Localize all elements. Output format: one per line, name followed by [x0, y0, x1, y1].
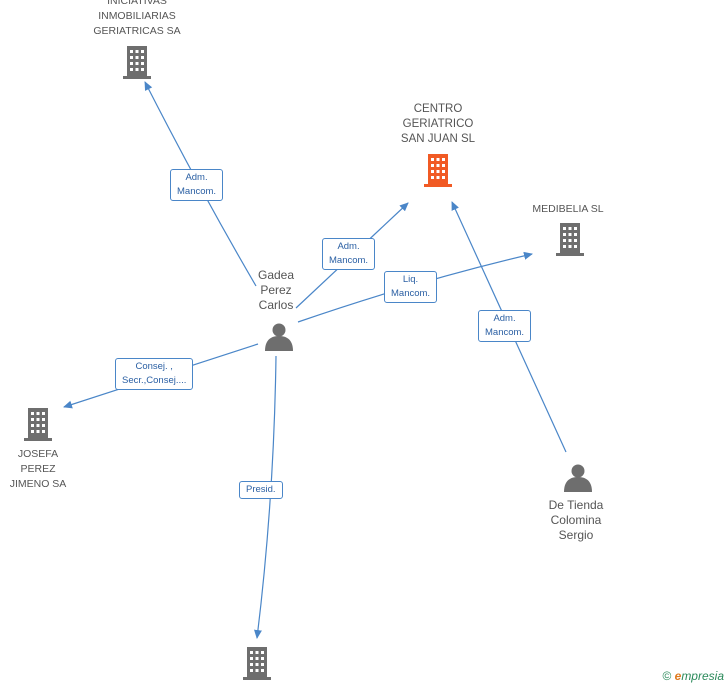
relation-line: Mancom.: [329, 255, 369, 266]
copyright-symbol: ©: [662, 669, 672, 683]
label-line: Gadea: [257, 268, 295, 282]
node-label-gadea[interactable]: Gadea Perez Carlos: [236, 268, 316, 313]
label-line: Sergio: [558, 528, 594, 542]
relation-label[interactable]: Consej. , Secr.,Consej....: [115, 358, 194, 390]
relation-label[interactable]: Adm. Mancom.: [170, 169, 224, 201]
label-line: JIMENO SA: [9, 478, 67, 490]
node-label-iniciativas[interactable]: INICIATIVAS INMOBILIARIAS GERIATRICAS SA: [72, 0, 202, 39]
node-label-medibelia[interactable]: MEDIBELIA SL: [518, 202, 618, 217]
relation-line: Mancom.: [177, 186, 217, 197]
label-line: Perez: [260, 283, 292, 297]
relation-label[interactable]: Liq. Mancom.: [384, 271, 438, 303]
person-icon[interactable]: [564, 464, 592, 493]
relation-label[interactable]: Adm. Mancom.: [478, 310, 532, 342]
copyright-brand: © empresia: [662, 669, 724, 683]
brand-name: mpresia: [681, 669, 724, 683]
label-line: PEREZ: [20, 463, 56, 475]
label-line: Carlos: [258, 298, 294, 312]
relation-line: Adm.: [185, 172, 208, 183]
relation-label[interactable]: Presid.: [239, 481, 283, 499]
relation-label[interactable]: Adm. Mancom.: [322, 238, 376, 270]
brand-e: e: [674, 669, 682, 683]
relation-line: Liq.: [402, 274, 419, 285]
label-line: SAN JUAN SL: [400, 133, 476, 145]
label-line: JOSEFA: [17, 448, 59, 460]
label-line: Colomina: [550, 513, 602, 527]
building-icon[interactable]: [243, 647, 271, 680]
label-line: CENTRO: [413, 103, 463, 115]
relation-line: Secr.,Consej....: [122, 375, 187, 386]
building-icon[interactable]: [123, 46, 151, 79]
relation-line: Consej. ,: [135, 361, 173, 372]
node-label-detienda[interactable]: De Tienda Colomina Sergio: [530, 498, 622, 543]
label-line: De Tienda: [548, 498, 604, 512]
building-icon[interactable]: [24, 408, 52, 441]
label-line: INICIATIVAS: [107, 0, 167, 7]
relation-line: Presid.: [246, 484, 276, 495]
label-line: INMOBILIARIAS: [98, 10, 176, 22]
building-icon[interactable]: [556, 223, 584, 256]
person-icon[interactable]: [265, 323, 293, 352]
relation-line: Mancom.: [485, 327, 525, 338]
node-label-centro[interactable]: CENTRO GERIATRICO SAN JUAN SL: [378, 102, 498, 147]
relation-line: Adm.: [493, 313, 516, 324]
label-line: GERIATRICAS SA: [93, 25, 181, 37]
relation-line: Adm.: [337, 241, 360, 252]
building-icon[interactable]: [424, 154, 452, 187]
node-label-josefa[interactable]: JOSEFA PEREZ JIMENO SA: [0, 447, 80, 492]
label-line: MEDIBELIA SL: [532, 203, 604, 215]
label-line: GERIATRICO: [402, 118, 474, 130]
relation-line: Mancom.: [391, 288, 431, 299]
